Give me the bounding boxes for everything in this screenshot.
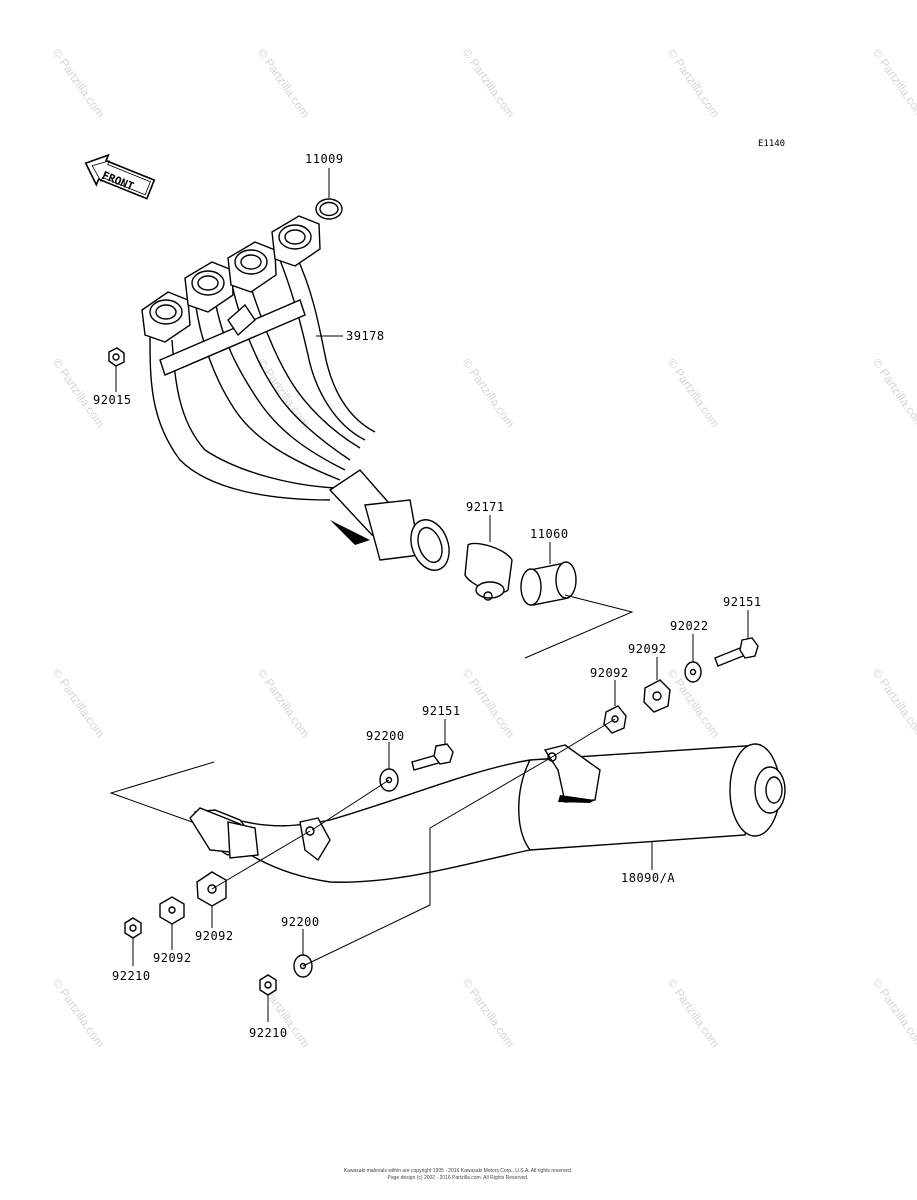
label-damper-left-a: 92092 xyxy=(195,929,234,943)
flange-1 xyxy=(141,291,191,343)
flange-4 xyxy=(271,215,321,267)
label-damper-right-upper: 92092 xyxy=(628,642,667,656)
watermark-text: © Partzilla.com xyxy=(870,666,917,740)
watermark-text: © Partzilla.com xyxy=(460,46,518,120)
watermark-text: © Partzilla.com xyxy=(255,46,313,120)
bolt-right-icon xyxy=(714,637,759,667)
nut-lower-icon xyxy=(259,974,277,996)
muffler-assembly xyxy=(189,743,786,883)
diagram-code: E1140 xyxy=(758,139,785,149)
label-nut-head: 92015 xyxy=(93,393,132,407)
flange-2 xyxy=(184,261,234,313)
damper-left-a-icon xyxy=(196,871,227,907)
label-washer-middle: 92200 xyxy=(366,729,405,743)
exhaust-header-pipe xyxy=(141,215,450,571)
nut-left-icon xyxy=(124,917,142,939)
watermark-text: © Partzilla.com xyxy=(665,356,723,430)
watermark-text: © Partzilla.com xyxy=(50,976,108,1050)
label-gasket-top: 11009 xyxy=(305,152,344,166)
label-muffler: 18090/A xyxy=(621,871,675,885)
label-clamp: 92171 xyxy=(466,500,505,514)
nut-head-icon xyxy=(108,347,125,367)
watermark-text: © Partzilla.com xyxy=(460,976,518,1050)
label-nut-lower: 92210 xyxy=(249,1026,288,1040)
gasket-connector-icon xyxy=(520,561,577,606)
watermark-text: © Partzilla.com xyxy=(460,356,518,430)
label-bolt-middle: 92151 xyxy=(422,704,461,718)
label-exhaust-pipe: 39178 xyxy=(346,329,385,343)
watermark-text: © Partzilla.com xyxy=(870,356,917,430)
washer-right-icon xyxy=(684,661,702,683)
watermark-text: © Partzilla.com xyxy=(255,666,313,740)
label-washer-right: 92022 xyxy=(670,619,709,633)
footer-copyright: Kawasaki materials within are copyright … xyxy=(344,1168,572,1174)
label-damper-left-b: 92092 xyxy=(153,951,192,965)
watermark-text: © Partzilla.com xyxy=(255,356,313,430)
label-gasket-connector: 11060 xyxy=(530,527,569,541)
label-washer-lower: 92200 xyxy=(281,915,320,929)
front-arrow-icon: FRONT xyxy=(84,153,156,200)
damper-right-upper-icon xyxy=(643,679,671,713)
label-bolt-right: 92151 xyxy=(723,595,762,609)
watermark-text: © Partzilla.com xyxy=(870,46,917,120)
watermark-text: © Partzilla.com xyxy=(665,46,723,120)
watermark-text: © Partzilla.com xyxy=(870,976,917,1050)
flange-3 xyxy=(227,241,277,293)
leader-lines xyxy=(109,168,749,1022)
clamp-icon xyxy=(464,542,513,601)
label-nut-left: 92210 xyxy=(112,969,151,983)
watermark-text: © Partzilla.com xyxy=(50,666,108,740)
watermark-text: © Partzilla.com xyxy=(665,976,723,1050)
watermark-text: © Partzilla.com xyxy=(460,666,518,740)
bolt-middle-icon xyxy=(411,743,454,771)
damper-left-b-icon xyxy=(159,896,185,925)
label-damper-right-lower: 92092 xyxy=(590,666,629,680)
footer-design: Page design (c) 2002 - 2016 Partzilla.co… xyxy=(388,1175,529,1181)
watermark-text: © Partzilla.com xyxy=(50,46,108,120)
